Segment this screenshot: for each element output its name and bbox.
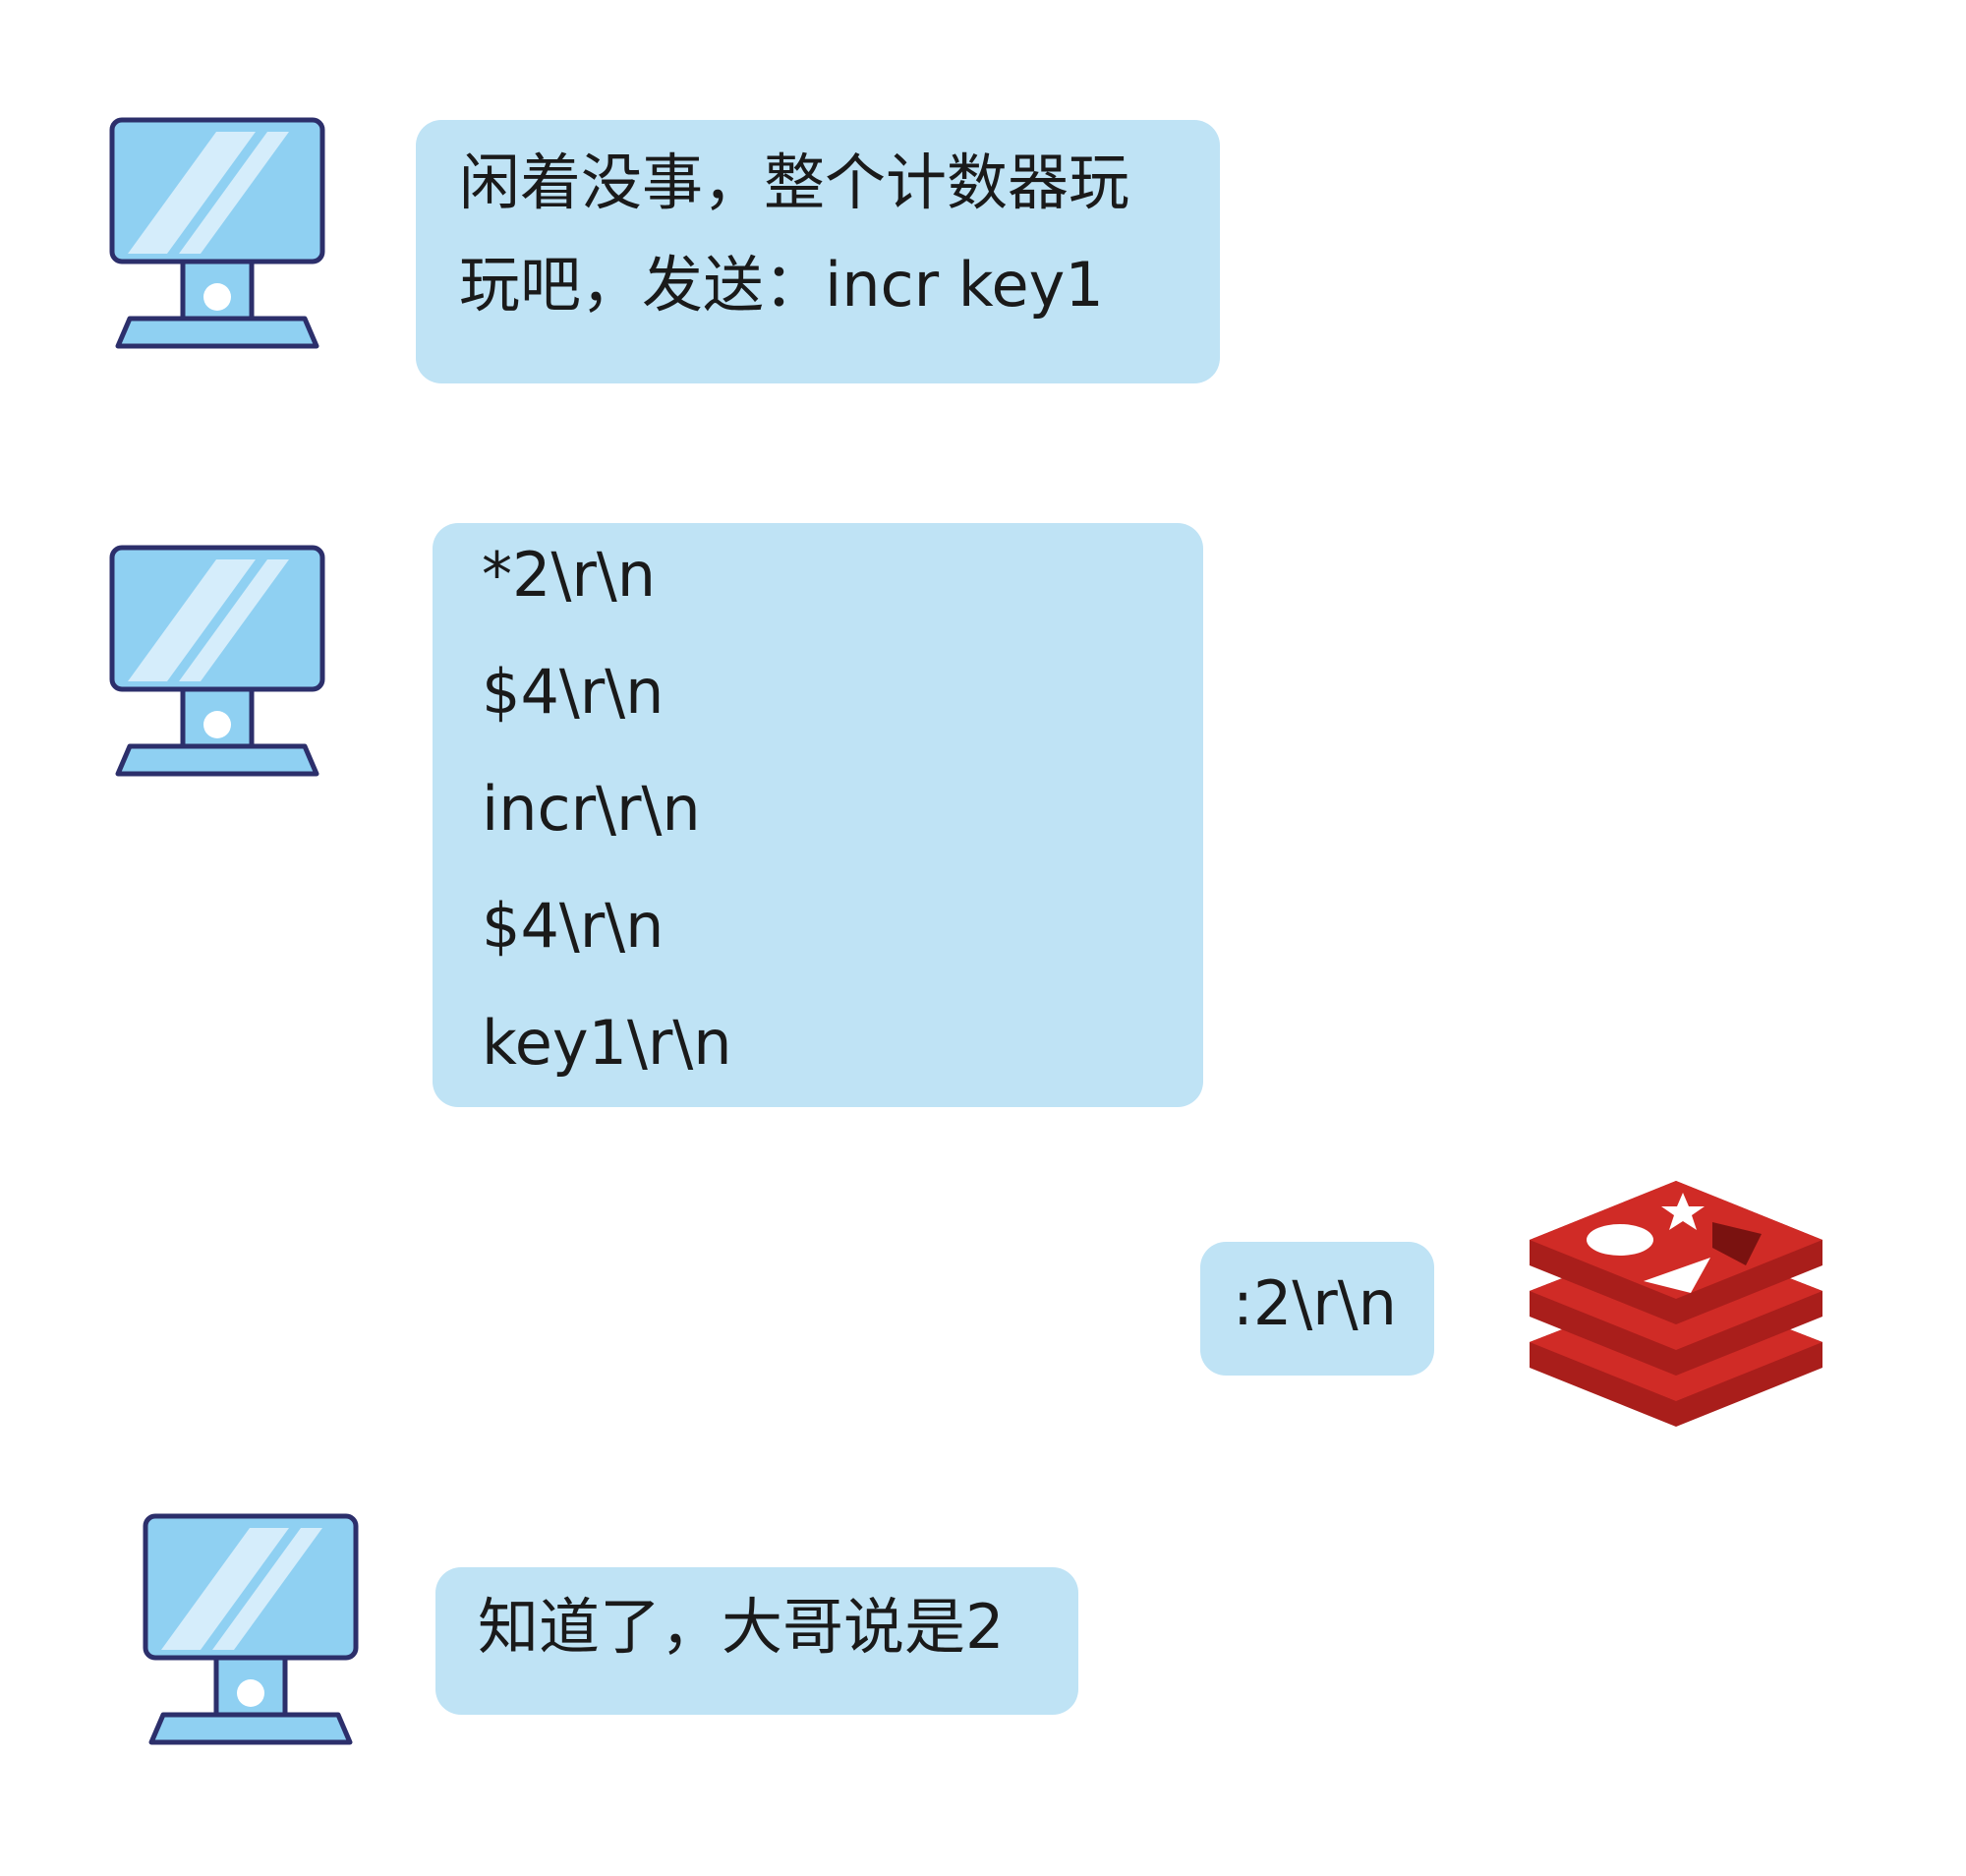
message-line: $4\r\n: [482, 890, 665, 962]
server-message-bubble: :2\r\n: [1200, 1242, 1434, 1376]
redis-logo-icon: [1526, 1175, 1826, 1431]
client-message-bubble-3: 知道了，大哥说是2: [435, 1567, 1078, 1715]
message-line: key1\r\n: [482, 1007, 732, 1079]
message-line: 闲着没事，整个计数器玩: [459, 147, 1130, 218]
message-line: 知道了，大哥说是2: [478, 1591, 1005, 1663]
message-line: 玩吧，发送：incr key1: [459, 249, 1104, 321]
message-line: incr\r\n: [482, 773, 701, 845]
client-message-bubble-2: *2\r\n $4\r\n incr\r\n $4\r\n key1\r\n: [433, 523, 1203, 1107]
client-computer-icon: [108, 544, 326, 780]
client-computer-icon: [142, 1512, 360, 1748]
message-line: :2\r\n: [1233, 1267, 1397, 1339]
client-message-bubble-1: 闲着没事，整个计数器玩 玩吧，发送：incr key1: [416, 120, 1220, 383]
client-computer-icon: [108, 116, 326, 352]
message-line: *2\r\n: [482, 539, 657, 611]
message-line: $4\r\n: [482, 656, 665, 728]
